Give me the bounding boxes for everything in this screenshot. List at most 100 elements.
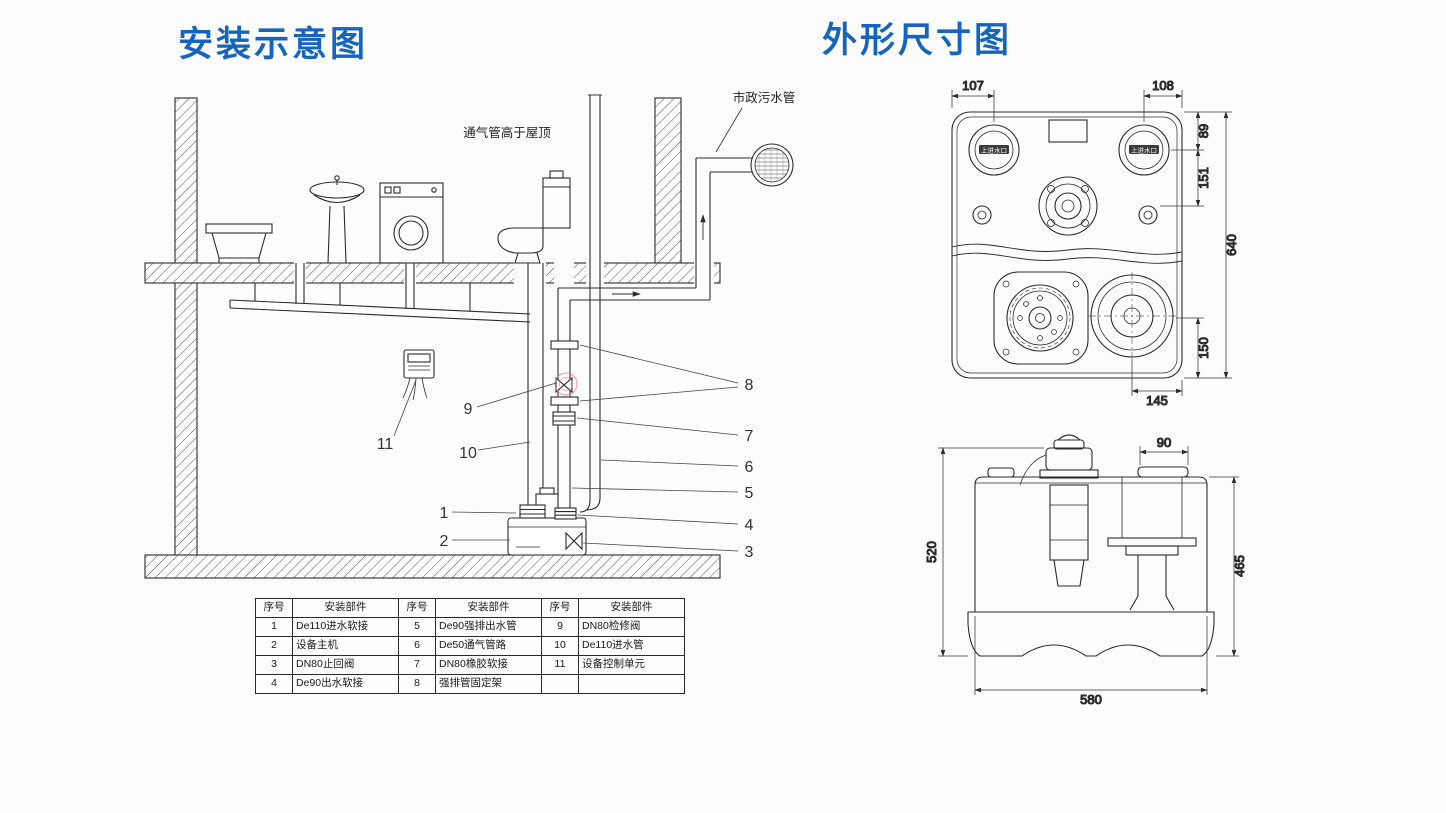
front-view-dimension-texts: 90 520 465 580: [923, 434, 1247, 707]
callout-leaders: [393, 344, 739, 552]
part-name-cell: De110进水软接: [292, 617, 399, 637]
body-contour-line-2: [951, 252, 1183, 264]
header-no-3: 序号: [541, 598, 579, 618]
vent-pipe-note: 通气管高于屋顶: [463, 125, 551, 140]
part-no-cell: 7: [398, 655, 436, 675]
part-no-cell: 9: [541, 617, 579, 637]
table-row: 1 De110进水软接 5 De90强排出水管 9 DN80检修阀: [255, 617, 685, 637]
part-no-cell: 11: [541, 655, 579, 675]
top-view: 107 108 89 151 150 640 145: [951, 77, 1240, 409]
inlet-badges: [979, 145, 1159, 154]
tank-top-boss-left: [987, 467, 1015, 478]
lower-right-assembly: [1088, 272, 1176, 360]
dim-108: 108: [1152, 78, 1174, 93]
callout-5: 5: [745, 485, 754, 502]
side-boss-left: [972, 205, 992, 225]
part-name-cell: DN80橡胶软接: [435, 655, 542, 675]
laundry-tub: [205, 223, 273, 263]
dimension-drawing-title: 外形尺寸图: [822, 21, 1013, 60]
discharge-column: [1107, 477, 1197, 611]
empty-cell: [578, 674, 685, 694]
part-no-cell: 1: [255, 617, 293, 637]
washing-machine: [379, 182, 444, 264]
part-name-cell: De90出水软接: [292, 674, 399, 694]
left-wall: [174, 97, 198, 579]
inlet-label-right: 上进水口: [1131, 146, 1157, 155]
part-name-cell: DN80止回阀: [292, 655, 399, 675]
collection-pipe: [229, 263, 531, 323]
side-boss-right-inner: [1143, 210, 1153, 220]
dim-151: 151: [1196, 167, 1211, 189]
part-no-cell: 10: [541, 636, 579, 656]
table-row: 4 De90出水软接 8 强排管固定架: [255, 674, 685, 694]
vent-pipe: [579, 94, 602, 513]
side-boss-right: [1138, 205, 1158, 225]
part-name-cell: De50通气管路: [435, 636, 542, 656]
top-inlet-left: [968, 124, 1020, 176]
top-view-dimensions: [951, 90, 1232, 396]
part-no-cell: 8: [398, 674, 436, 694]
control-unit: [402, 349, 435, 401]
callout-7: 7: [745, 428, 754, 445]
body-contour-line-1: [951, 243, 1183, 255]
part-no-cell: 3: [255, 655, 293, 675]
mid-floor-slab: [144, 262, 721, 284]
motor-assembly: [1019, 434, 1099, 587]
header-part-3: 安装部件: [578, 598, 685, 618]
dim-465: 465: [1232, 555, 1247, 577]
part-no-cell: 4: [255, 674, 293, 694]
tank-outline: [974, 476, 1208, 612]
dim-90: 90: [1157, 435, 1171, 450]
table-header-row: 序号 安装部件 序号 安装部件 序号 安装部件: [255, 598, 685, 618]
pipe-clamp-brackets: [550, 340, 579, 406]
header-part-2: 安装部件: [435, 598, 542, 618]
municipal-pipe-label: 市政污水管: [733, 90, 796, 105]
toilet: [497, 170, 571, 264]
callout-8: 8: [745, 377, 754, 394]
municipal-sewer-pipe: [695, 107, 794, 300]
installation-diagram-title: 安装示意图: [178, 25, 369, 64]
part-name-cell: De110进水管: [578, 636, 685, 656]
callout-11: 11: [377, 436, 394, 453]
dim-107: 107: [962, 78, 984, 93]
callout-2: 2: [440, 533, 449, 550]
front-view-dimensions: [938, 446, 1239, 695]
lower-left-assembly: [993, 271, 1089, 365]
part-name-cell: DN80检修阀: [578, 617, 685, 637]
installation-diagram: [144, 94, 794, 579]
parts-table: 序号 安装部件 序号 安装部件 序号 安装部件 1 De110进水软接 5 De…: [255, 598, 685, 694]
empty-cell: [541, 674, 579, 694]
dim-640: 640: [1224, 234, 1239, 256]
callout-10: 10: [459, 445, 477, 462]
callout-numbers: 1 2 3 4 5 6 7 8 9 10 11: [377, 377, 754, 561]
pump-unit: [507, 487, 587, 556]
center-flange: [1038, 176, 1098, 236]
dim-150: 150: [1196, 337, 1211, 359]
dim-89: 89: [1196, 124, 1211, 138]
part-no-cell: 5: [398, 617, 436, 637]
callout-3: 3: [745, 544, 754, 561]
inlet-label-left: 上进水口: [981, 146, 1007, 155]
header-no-2: 序号: [398, 598, 436, 618]
header-part-1: 安装部件: [292, 598, 399, 618]
watermark-stamp: [554, 372, 578, 396]
pedestal-sink: [309, 175, 365, 264]
bottom-floor-slab: [144, 554, 721, 579]
callout-6: 6: [745, 459, 754, 476]
part-name-cell: 强排管固定架: [435, 674, 542, 694]
part-no-cell: 6: [398, 636, 436, 656]
top-junction-box: [1048, 119, 1088, 143]
callout-1: 1: [440, 505, 449, 522]
rubber-flex-joint: [552, 411, 576, 426]
dim-580: 580: [1080, 692, 1102, 707]
top-inlet-right: [1118, 124, 1170, 176]
table-row: 3 DN80止回阀 7 DN80橡胶软接 11 设备控制单元: [255, 655, 685, 675]
upper-right-wall: [654, 97, 682, 264]
top-view-dimension-texts: 107 108 89 151 150 640 145: [962, 77, 1240, 408]
dim-145: 145: [1146, 393, 1168, 408]
part-no-cell: 2: [255, 636, 293, 656]
callout-4: 4: [745, 517, 754, 534]
part-name-cell: 设备主机: [292, 636, 399, 656]
